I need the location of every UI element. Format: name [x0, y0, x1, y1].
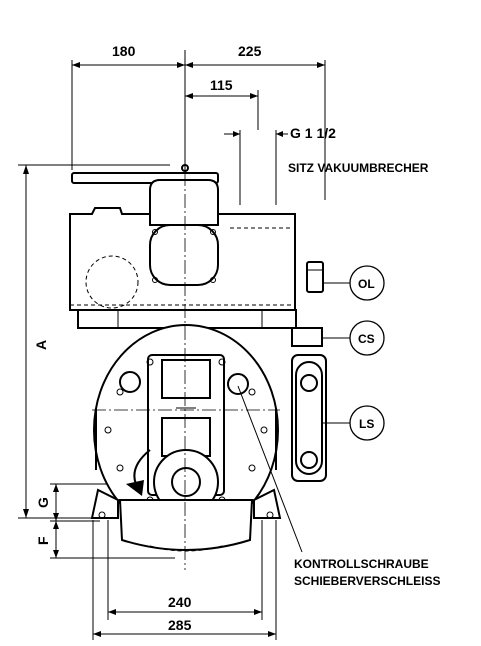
bubble-cs: CS: [358, 332, 375, 346]
dim-180: 180: [112, 43, 136, 59]
callout-ol: [323, 265, 385, 301]
bubble-ol: OL: [358, 277, 375, 291]
bubble-ls: LS: [359, 417, 374, 431]
dim-115: 115: [210, 77, 233, 93]
dim-240: 240: [168, 594, 192, 610]
dim-thread: G 1 1/2: [290, 125, 336, 141]
bottom-dimensions: [92, 520, 277, 640]
dim-225: 225: [238, 43, 262, 59]
label-seat: SITZ VAKUUMBRECHER: [288, 161, 429, 175]
callout-cs: [322, 320, 385, 356]
label-check-screw-2: SCHIEBERVERSCHLEISS: [294, 574, 440, 588]
dim-f: F: [35, 536, 51, 545]
dim-a: A: [33, 340, 49, 350]
check-screw-leader: [237, 385, 303, 553]
top-dimensions: [71, 50, 326, 205]
height-dimension: [18, 164, 170, 519]
label-check-screw-1: KONTROLLSCHRAUBE: [294, 557, 429, 571]
dim-285: 285: [168, 617, 192, 633]
dim-g: G: [35, 497, 51, 508]
pump-body: [69, 150, 327, 570]
callout-ls: [322, 405, 385, 441]
gf-dimensions: [50, 483, 175, 559]
